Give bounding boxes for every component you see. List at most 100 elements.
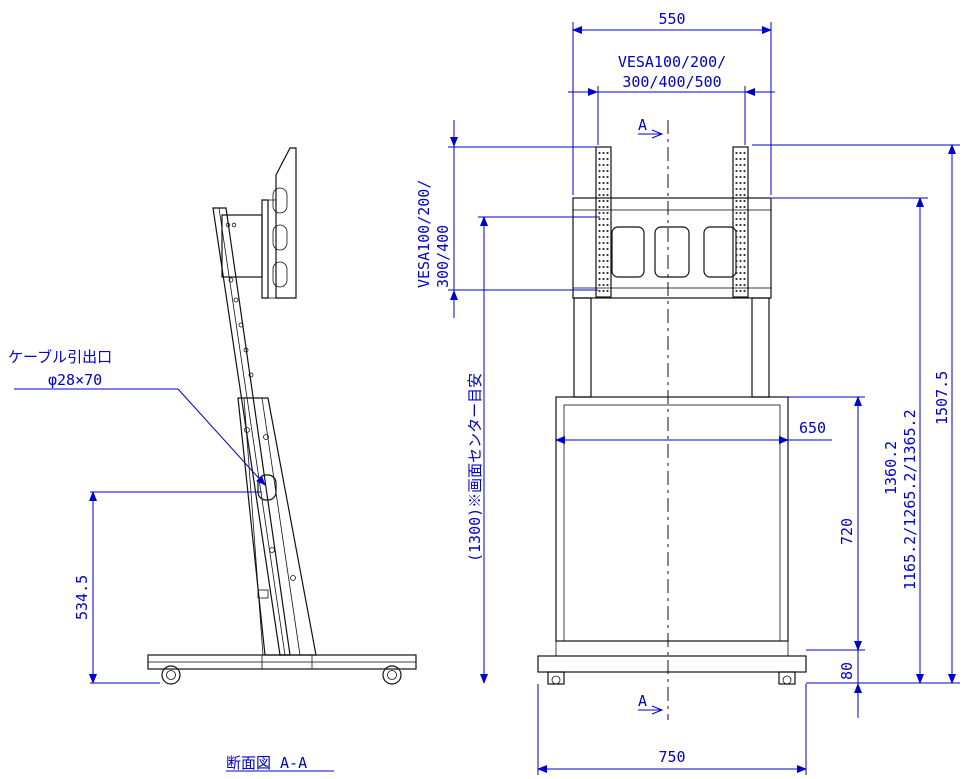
rail-hole [735,193,738,197]
rail-hole [602,163,605,167]
rail-hole [598,289,601,293]
upper-column-center [218,207,286,656]
side-display-panel [275,147,297,299]
rail-hole [743,283,746,287]
rail-hole [735,157,738,161]
rail-hole [739,253,742,257]
rail-hole [743,157,746,161]
rail-hole [743,253,746,257]
rail-hole [606,205,609,209]
rail-hole [735,235,738,239]
front-base [537,655,807,673]
rail-hole [598,181,601,185]
rail-hole [602,265,605,269]
mount-frame-inner [572,209,772,289]
lower-column-edge [243,397,264,656]
rail-hole [598,211,601,215]
rail-hole [598,253,601,257]
rail-hole [739,187,742,191]
rail-hole [743,169,746,173]
rail-hole [739,271,742,275]
rail-hole [735,175,738,179]
top-width-label: 550 [658,10,685,28]
rail-hole [743,277,746,281]
mount-window [654,226,690,278]
side-base-inner [147,661,417,670]
rail-hole [735,229,738,233]
rail-hole [739,265,742,269]
front-base-top [555,640,789,657]
rail-hole [739,193,742,197]
cable-outlet-label: ケーブル引出口 [8,348,112,366]
rail-hole [598,229,601,233]
screen-center-label: (1300)※画面センター目安 [466,373,484,562]
cable-outlet-slot [257,474,277,501]
rail-hole [606,229,609,233]
cabinet-height-label: 720 [838,518,856,545]
rail-hole [598,163,601,167]
rail-hole [598,193,601,197]
rail-hole [606,289,609,293]
side-height-dimension: 534.5 [73,491,262,684]
rail-hole [602,193,605,197]
rail-hole [606,223,609,227]
rail-hole [735,259,738,263]
rail-hole [606,163,609,167]
bracket-screw [225,222,231,228]
cabinet-frame [555,396,789,642]
rail-hole [739,283,742,287]
total-height-dimension: 1507.5 [752,144,960,684]
rail-hole [598,265,601,269]
rail-hole [606,157,609,161]
rail-hole [598,277,601,281]
rail-hole [606,181,609,185]
rail-hole [739,163,742,167]
vesa-rail-right [732,146,749,298]
rail-hole [598,169,601,173]
rail-hole [602,217,605,221]
section-caption: 断面図 A-A [226,754,307,772]
rail-hole [735,265,738,269]
adjust-label-2: 1165.2/1265.2/1365.2 [901,409,919,590]
rail-hole [598,157,601,161]
rail-hole [743,187,746,191]
rail-hole [606,193,609,197]
rail-hole [606,199,609,203]
column-hole [243,347,249,353]
rail-hole [598,175,601,179]
rail-hole [602,187,605,191]
rail-hole [739,235,742,239]
column-hole [228,277,234,283]
rail-hole [735,163,738,167]
section-marker-arrow [651,705,664,715]
rail-hole [602,175,605,179]
front-view [537,146,807,685]
section-cut-line: A A [638,116,669,720]
rail-hole [743,199,746,203]
vesa-horizontal-label-1: VESA100/200/ [618,53,726,71]
base-height-label: 80 [838,662,856,680]
lower-column-inner [261,397,301,656]
rail-hole [743,193,746,197]
rail-hole [743,205,746,209]
rail-hole [598,217,601,221]
rail-hole [602,235,605,239]
rail-hole [739,223,742,227]
side-view [147,147,417,685]
rail-hole [598,199,601,203]
section-caption-group: 断面図 A-A [226,754,334,772]
rail-hole [602,181,605,185]
side-plate [261,199,269,299]
section-marker-top: A [638,116,647,134]
rail-hole [602,151,605,155]
adjust-height-dimension: 1360.2 1165.2/1265.2/1365.2 [772,197,928,684]
panel-slot [272,187,288,214]
side-height-label: 534.5 [73,575,91,620]
rail-hole [735,217,738,221]
rail-hole [602,223,605,227]
vesa-vertical-dimension: VESA100/200/ 300/400 [415,120,598,318]
rail-hole [743,247,746,251]
rail-hole [598,235,601,239]
rail-hole [739,247,742,251]
rail-hole [739,217,742,221]
